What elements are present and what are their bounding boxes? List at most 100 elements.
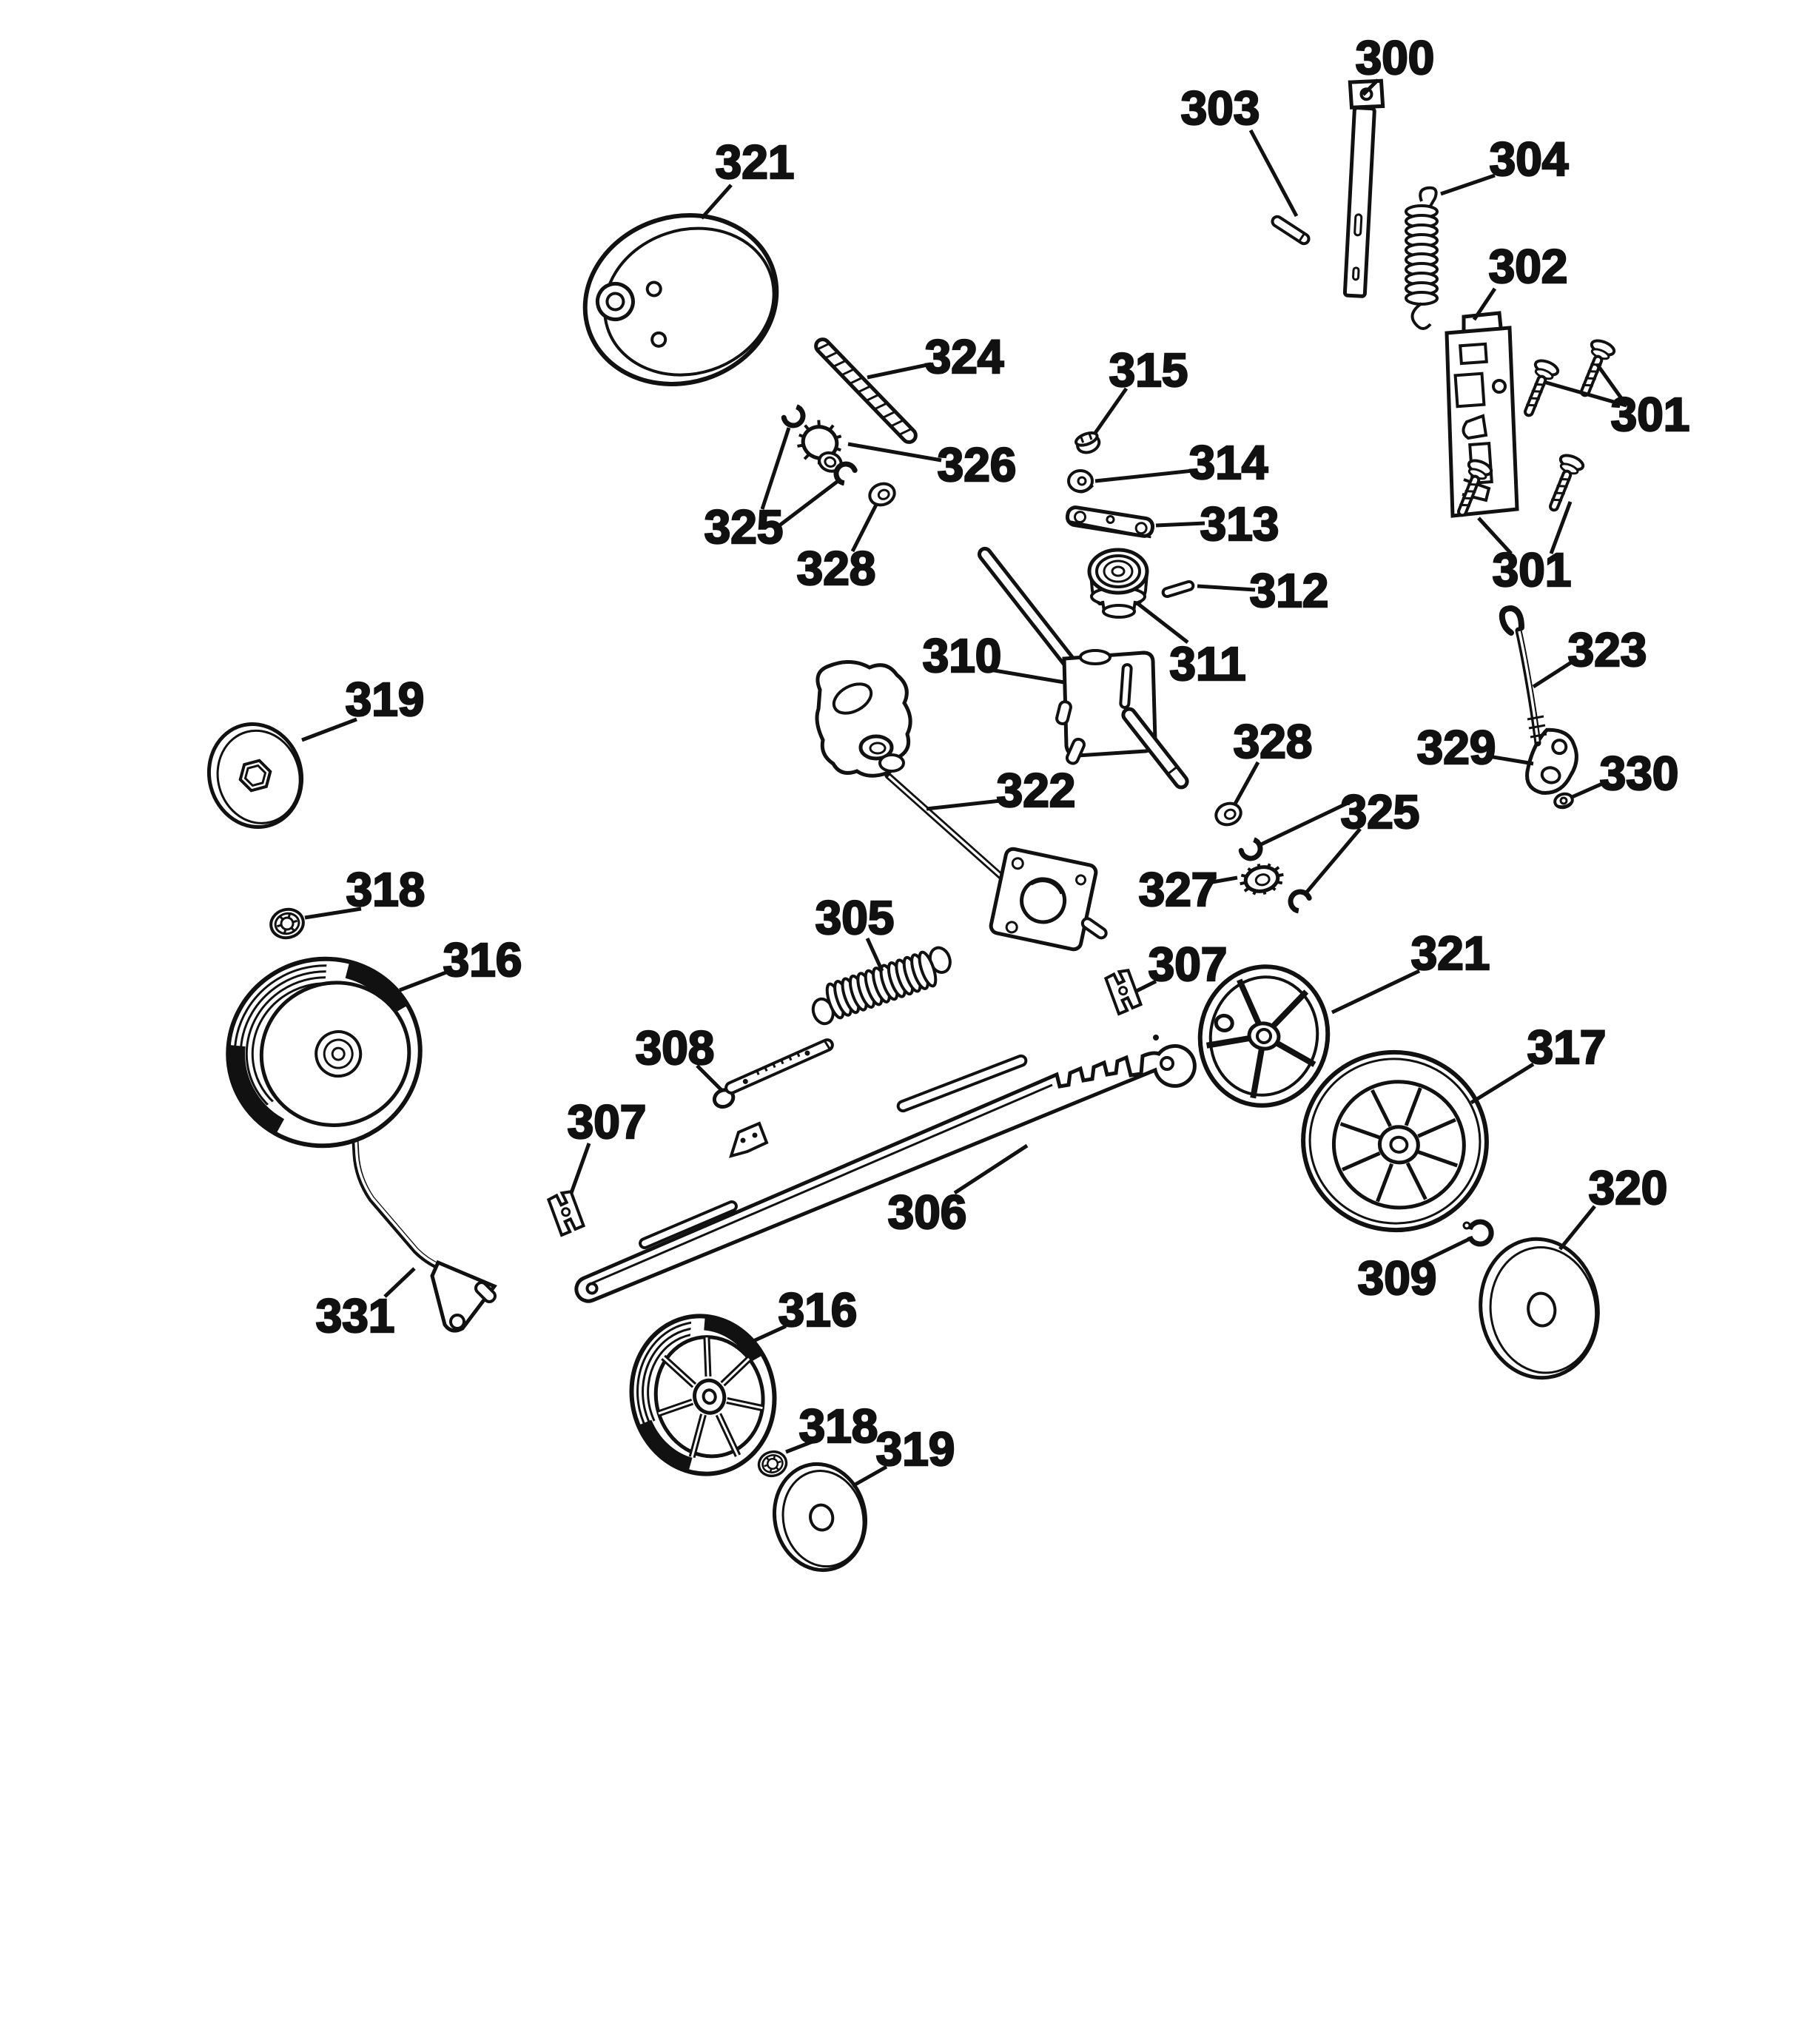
- part-321-wheel-cover: [582, 213, 779, 386]
- callout-label-313: 313: [1200, 497, 1279, 551]
- callout-label-320: 320: [1589, 1161, 1668, 1214]
- leader-line-328: [1232, 761, 1260, 807]
- callout-label-318: 318: [799, 1399, 878, 1453]
- callout-label-300: 300: [1356, 31, 1435, 84]
- part-318-push-nut: [755, 1447, 790, 1481]
- leader-line-331: [383, 1267, 416, 1298]
- callout-label-315: 315: [1109, 343, 1188, 397]
- leader-line-316: [742, 1324, 787, 1348]
- part-309-retaining-ring: [1462, 1219, 1494, 1247]
- leader-line-314: [1094, 468, 1194, 483]
- callout-label-310: 310: [923, 629, 1002, 682]
- callout-label-328: 328: [797, 542, 876, 595]
- leader-line-308: [696, 1064, 724, 1092]
- part-328-washer: [1211, 799, 1245, 830]
- leader-line-301: [1595, 363, 1629, 407]
- leader-line-319: [851, 1465, 888, 1488]
- leader-line-328: [850, 503, 878, 553]
- callout-label-311: 311: [1169, 637, 1245, 690]
- part-313-link-plate: [1065, 505, 1155, 539]
- leader-line-317: [1470, 1062, 1535, 1105]
- leader-line-323: [1532, 658, 1576, 689]
- leader-line-300: [1362, 78, 1379, 96]
- callout-label-319: 319: [346, 673, 425, 726]
- part-315-nut: [1074, 431, 1101, 454]
- callout-label-319: 319: [876, 1422, 955, 1476]
- part-301-screw: [1515, 356, 1561, 421]
- part-307-clip: [546, 1188, 586, 1237]
- part-316-wheel: [226, 956, 423, 1149]
- part-304-extension-spring: [1405, 186, 1439, 330]
- leader-line-309: [1421, 1237, 1471, 1264]
- leader-line-321: [700, 184, 733, 220]
- callout-label-301: 301: [1611, 388, 1690, 441]
- callout-label-329: 329: [1417, 721, 1496, 774]
- callout-label-317: 317: [1527, 1021, 1607, 1074]
- callout-label-301: 301: [1493, 543, 1572, 596]
- part-305-extension-spring: [811, 946, 952, 1026]
- leader-line-311: [1137, 602, 1189, 644]
- callout-label-305: 305: [815, 891, 895, 944]
- part-319-hub-cap: [206, 722, 304, 829]
- callout-label-326: 326: [938, 438, 1017, 491]
- callout-label-302: 302: [1489, 240, 1568, 293]
- callout-label-322: 322: [997, 764, 1076, 817]
- leader-line-319: [301, 717, 357, 742]
- leader-line-325: [1258, 797, 1357, 847]
- leader-line-324: [867, 362, 932, 380]
- part-319-hub-cap: [772, 1462, 868, 1573]
- leader-line-327: [1211, 875, 1238, 884]
- leader-line-304: [1440, 173, 1496, 196]
- part-316-wheel: [629, 1314, 777, 1476]
- leader-line-330: [1569, 779, 1609, 800]
- leader-line-301: [1543, 380, 1627, 408]
- callout-label-325: 325: [1341, 785, 1420, 838]
- callout-label-331: 331: [316, 1289, 395, 1342]
- leader-line-316: [399, 969, 451, 992]
- leader-line-305: [865, 937, 884, 972]
- part-311-pulley: [1087, 548, 1149, 619]
- leader-line-320: [1558, 1205, 1596, 1251]
- callout-label-312: 312: [1250, 564, 1329, 617]
- callout-label-308: 308: [636, 1021, 715, 1075]
- callout-label-325: 325: [704, 500, 784, 554]
- leader-line-310: [989, 668, 1065, 685]
- leader-line-312: [1197, 584, 1256, 592]
- part-324-worm-shaft: [814, 337, 918, 444]
- part-327-gear: [1240, 863, 1284, 895]
- callout-label-323: 323: [1568, 623, 1647, 676]
- callout-label-321: 321: [1411, 927, 1490, 980]
- part-325-retaining-clip: [1237, 838, 1265, 863]
- part-320-hub-cap: [1479, 1237, 1600, 1380]
- callout-label-328: 328: [1234, 715, 1313, 768]
- part-321-wheel-pulley: [1197, 964, 1331, 1108]
- part-326-gear: [797, 420, 843, 473]
- leader-line-303: [1248, 129, 1299, 218]
- callout-label-309: 309: [1358, 1251, 1437, 1305]
- part-328-washer: [865, 479, 899, 510]
- callout-label-330: 330: [1600, 747, 1679, 800]
- callout-label-327: 327: [1139, 863, 1218, 916]
- part-303-pin: [1271, 215, 1311, 246]
- callout-label-316: 316: [443, 933, 522, 986]
- leader-line-325: [1302, 827, 1362, 897]
- callout-label-324: 324: [925, 330, 1004, 383]
- leader-line-318: [785, 1439, 813, 1454]
- part-308-notched-link: [712, 1038, 834, 1109]
- callout-label-314: 314: [1189, 436, 1268, 489]
- leader-line-306: [953, 1143, 1029, 1195]
- leader-line-315: [1093, 387, 1129, 434]
- callout-label-321: 321: [716, 135, 795, 189]
- leader-line-322: [926, 799, 1001, 811]
- callout-label-316: 316: [778, 1283, 858, 1337]
- part-317-wheel: [1301, 1049, 1489, 1233]
- leader-line-325: [760, 427, 791, 510]
- part-300-handle-strap: [1342, 78, 1385, 298]
- callout-label-306: 306: [888, 1186, 967, 1239]
- part-301-screw: [1540, 451, 1587, 516]
- leader-line-307: [569, 1143, 591, 1194]
- leader-line-326: [847, 442, 942, 463]
- callout-label-318: 318: [346, 863, 426, 916]
- part-302-bracket-plate: [1445, 311, 1519, 518]
